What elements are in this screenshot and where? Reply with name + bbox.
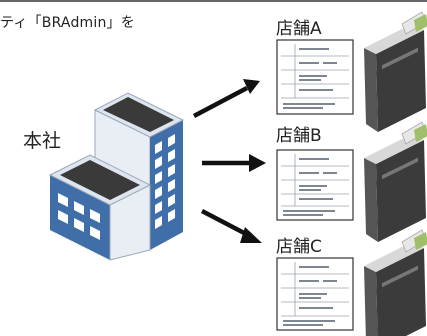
printer-store-b-icon [364,121,427,242]
receipt-store-a [276,39,354,115]
store-a-label: 店舗A [276,19,322,39]
headquarters-building-icon [48,92,185,261]
receipt-store-c [276,257,354,331]
arrow-to-store-b [202,154,266,172]
arrow-to-store-a [192,79,260,118]
header-text: ティ「BRAdmin」を [0,15,135,31]
receipt-store-b [276,149,354,221]
headquarters-label: 本社 [23,130,62,152]
printer-store-a-icon [364,11,427,132]
printer-store-c-icon [364,229,427,336]
store-c-label: 店舗C [276,237,322,257]
arrow-to-store-c [200,209,262,243]
store-b-label: 店舗B [276,126,322,146]
top-border-line [0,0,427,2]
